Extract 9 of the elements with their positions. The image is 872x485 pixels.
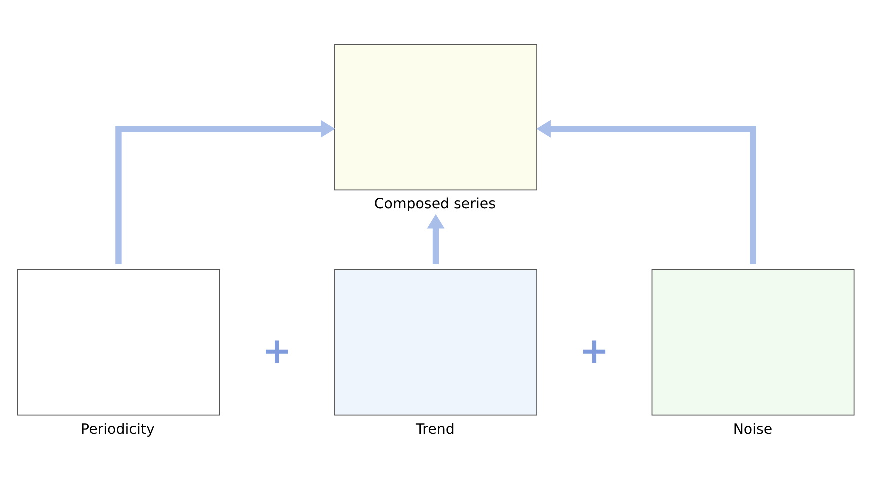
node-label: Noise: [733, 422, 773, 438]
arrow: [116, 120, 336, 264]
node-label: Trend: [416, 422, 455, 438]
arrow: [427, 214, 445, 264]
label: +: [262, 331, 292, 372]
arrow: [536, 120, 756, 264]
node-label: Periodicity: [81, 422, 155, 438]
label: +: [580, 331, 610, 372]
node-label: Composed series: [374, 196, 496, 213]
